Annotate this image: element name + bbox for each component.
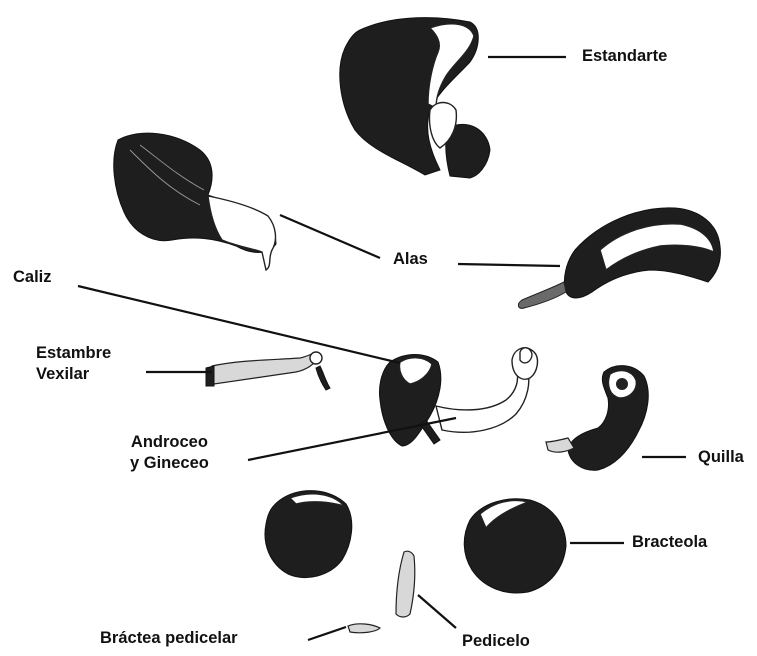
leader-alas-right [458, 264, 560, 266]
leader-bractea [308, 627, 346, 640]
leader-caliz [78, 286, 400, 363]
label-androceo: Androceo y Gineceo [130, 432, 209, 474]
bractea-pedicelar-illustration [348, 624, 380, 633]
label-estandarte: Estandarte [582, 46, 667, 67]
ala-izquierda-illustration [114, 133, 276, 270]
bracteola-derecha-illustration [464, 499, 566, 593]
label-androceo-line1: Androceo [130, 432, 209, 453]
pedicelo-illustration [396, 551, 415, 617]
ala-derecha-illustration [518, 208, 720, 309]
label-caliz: Caliz [13, 267, 52, 288]
label-estambre: Estambre Vexilar [36, 343, 111, 385]
bracteola-izquierda-illustration [265, 491, 352, 578]
leader-alas-left [280, 215, 380, 258]
leader-androceo [248, 418, 456, 460]
label-bracteola: Bracteola [632, 532, 707, 553]
label-estambre-line2: Vexilar [36, 364, 111, 385]
label-estambre-line1: Estambre [36, 343, 111, 364]
leader-pedicelo [418, 595, 456, 628]
quilla-illustration [546, 366, 648, 471]
label-quilla: Quilla [698, 447, 744, 468]
estandarte-illustration [340, 18, 490, 178]
label-pedicelo: Pedicelo [462, 631, 530, 652]
label-alas: Alas [393, 249, 428, 270]
label-bractea-pedicelar: Bráctea pedicelar [100, 628, 238, 649]
estambre-vexilar-illustration [206, 352, 330, 390]
label-androceo-line2: y Gineceo [130, 453, 209, 474]
